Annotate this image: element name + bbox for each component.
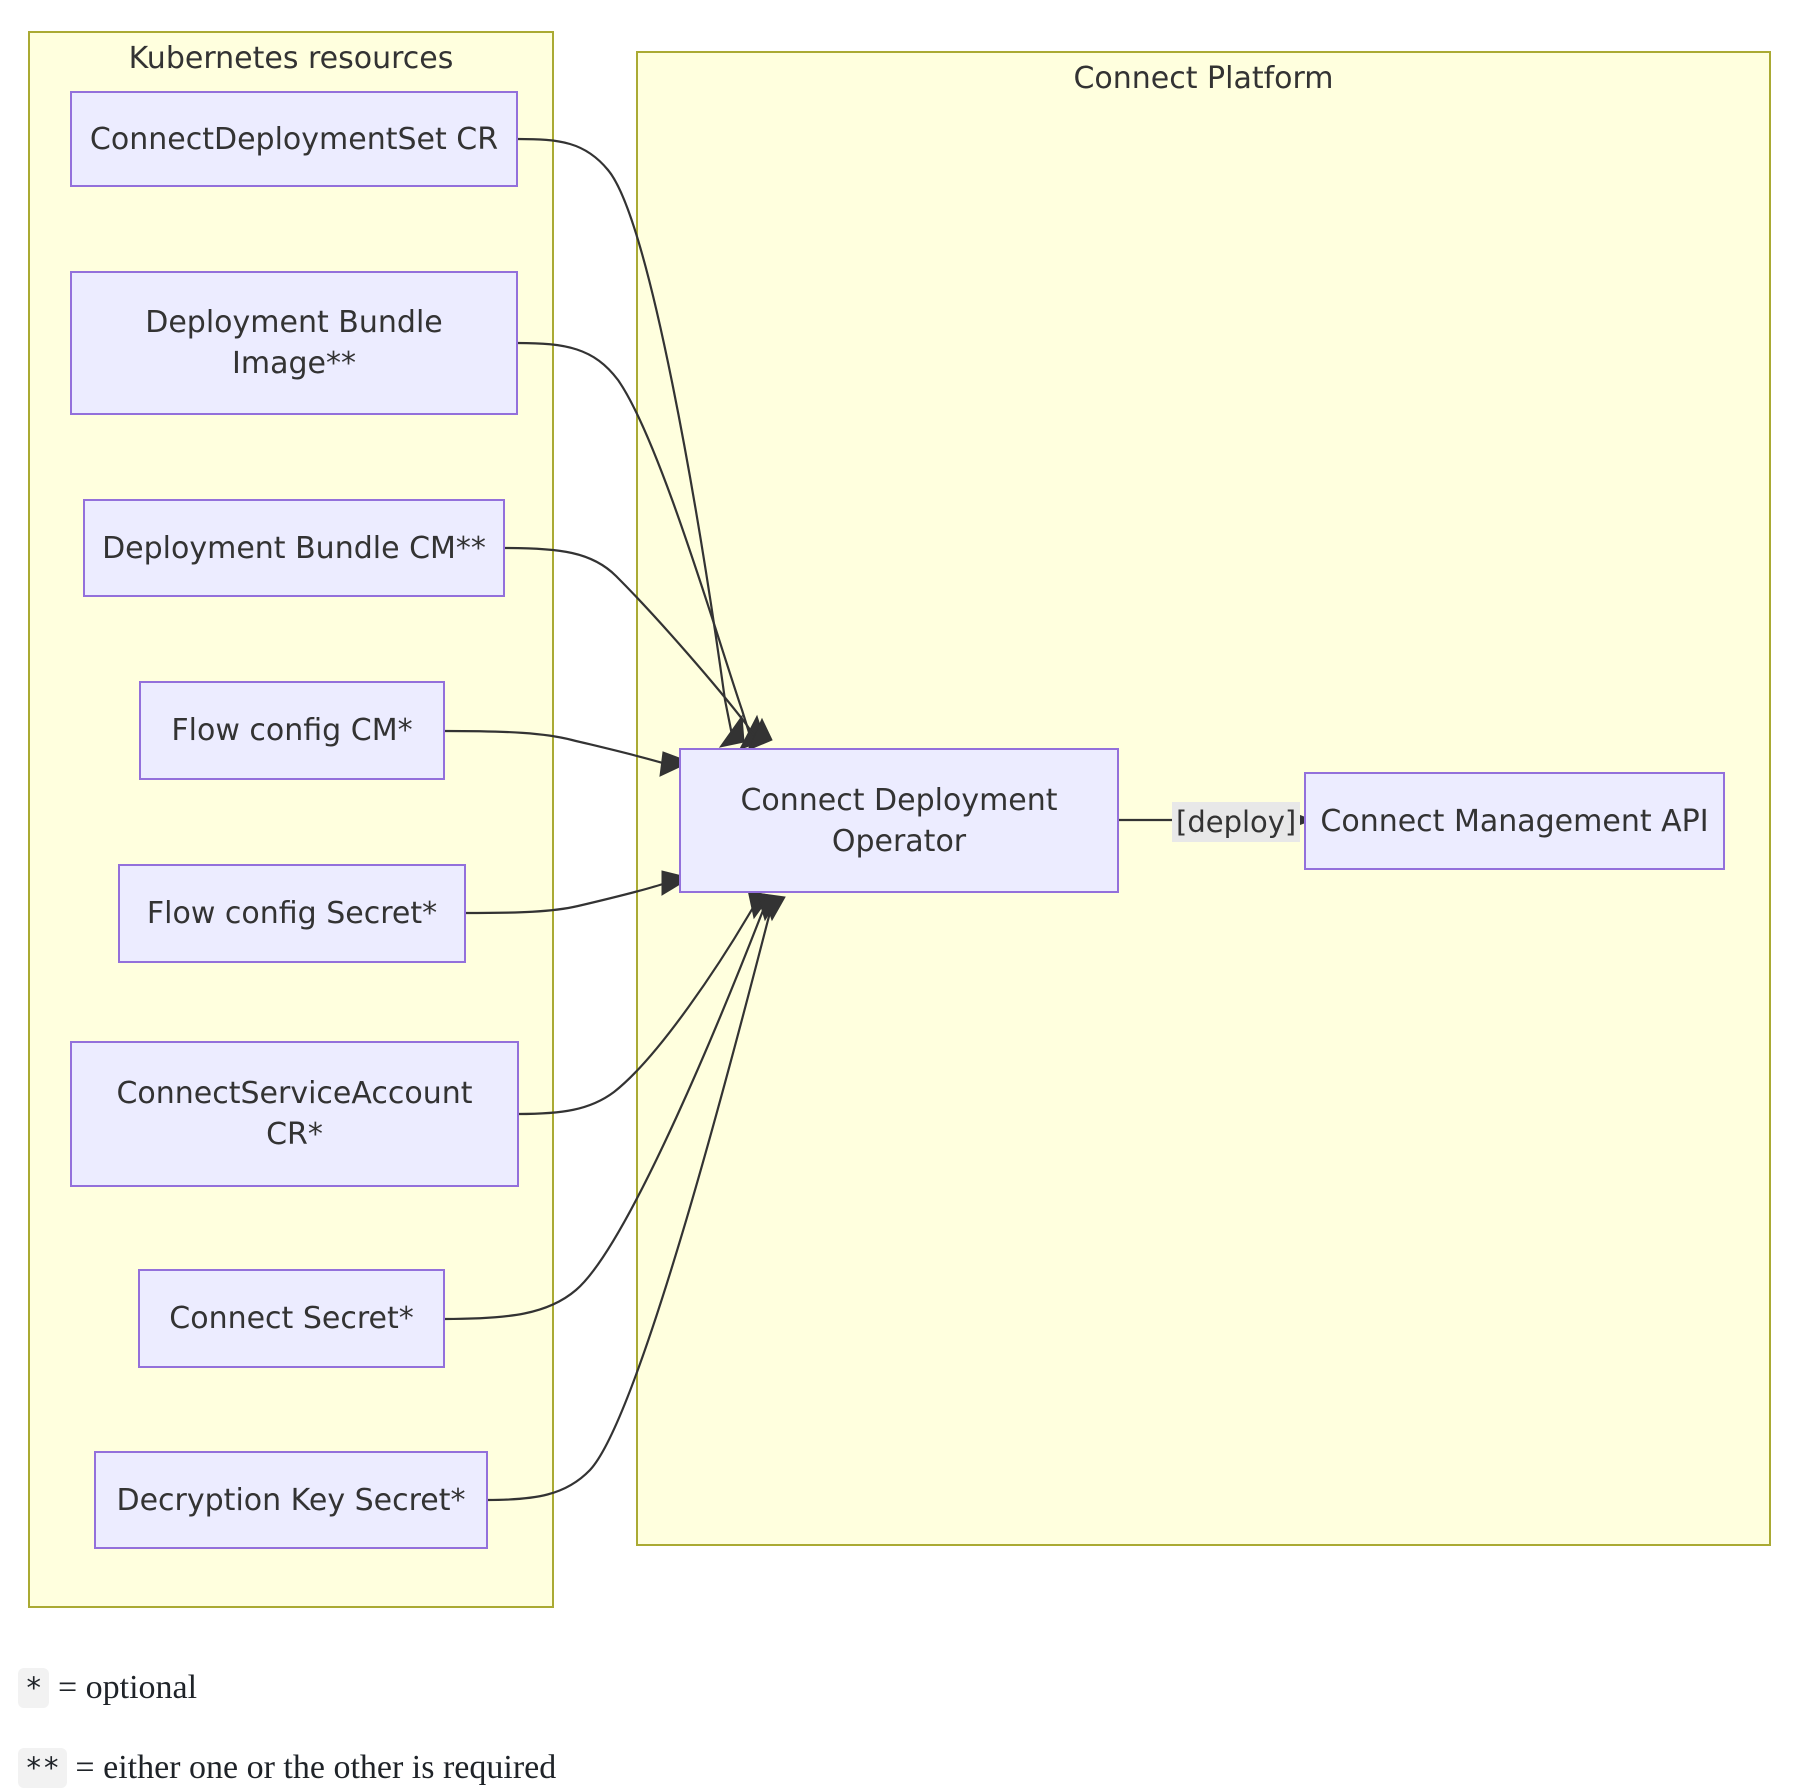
edge-flow-config-cm-to-operator [443,729,692,777]
legend-either-or: ** = either one or the other is required [18,1745,556,1791]
cluster-kubernetes-resources [28,31,554,1608]
legend-marker-either-or: ** [18,1748,67,1788]
node-connectserviceaccount-cr[interactable] [70,1041,519,1187]
node-deployment-bundle-image[interactable] [70,271,518,415]
node-flow-config-secret[interactable] [118,864,466,963]
legend-text-optional: = optional [57,1669,198,1706]
node-connect-secret[interactable] [138,1269,445,1368]
legend-marker-optional: * [18,1668,50,1708]
edge-label-deploy: [deploy] [1172,802,1301,842]
edge-deployment-bundle-cm-to-operator [503,546,773,751]
edge-decryption-key-secret-to-operator [486,893,786,1502]
node-decryption-key-secret[interactable] [94,1451,488,1549]
edge-connectdeploymentset-to-operator [516,137,745,748]
node-connect-management-api[interactable] [1304,772,1725,870]
node-flow-config-cm[interactable] [139,681,445,780]
legend-optional: * = optional [18,1665,197,1711]
node-connect-deployment-operator[interactable] [679,748,1119,893]
legend-text-either-or: = either one or the other is required [75,1749,557,1786]
node-deployment-bundle-cm[interactable] [83,499,505,597]
node-connectdeploymentset-cr[interactable] [70,91,518,187]
